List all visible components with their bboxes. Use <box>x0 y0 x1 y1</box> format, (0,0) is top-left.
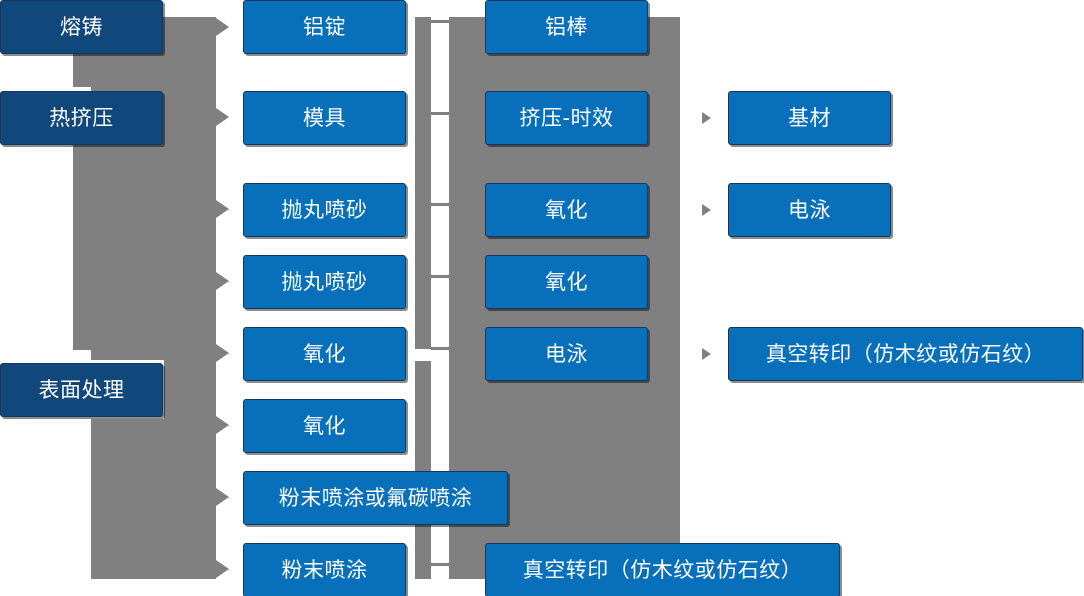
input-box-oxidation-2[interactable]: 氧化 <box>243 399 406 453</box>
connector-arrow-to-surface-treatment <box>73 338 91 349</box>
stage-box-hot-extrusion[interactable]: 热挤压 <box>0 91 163 145</box>
input-box-powder-coating[interactable]: 粉末喷涂 <box>243 543 406 596</box>
process-box-oxidation-1[interactable]: 氧化 <box>485 183 648 237</box>
arrow-to-vacuum-transfer <box>702 348 711 360</box>
process-label-electrophoresis: 电泳 <box>545 341 588 366</box>
arrow-to-powder-coating <box>216 560 229 578</box>
input-label-mold: 模具 <box>303 105 346 130</box>
input-label-oxidation-2: 氧化 <box>303 413 346 438</box>
stage-label-melting: 熔铸 <box>60 14 103 39</box>
input-box-oxidation-1[interactable]: 氧化 <box>243 327 406 381</box>
arrow-to-shot-blasting-1 <box>216 200 229 218</box>
rung-middle-6 <box>431 563 450 566</box>
arrow-to-shot-blasting-2 <box>216 272 229 290</box>
input-label-shot-blasting-1: 抛丸喷砂 <box>281 197 368 222</box>
input-box-powder-or-pvdf-coating[interactable]: 粉末喷涂或氟碳喷涂 <box>243 471 508 525</box>
process-label-oxidation-1: 氧化 <box>545 197 588 222</box>
output-label-electrophoresis: 电泳 <box>788 197 831 222</box>
arrow-to-aluminum-ingot <box>216 18 229 36</box>
process-box-electrophoresis[interactable]: 电泳 <box>485 327 648 381</box>
connector-stage-spine-2 <box>73 118 91 350</box>
input-label-powder-coating: 粉末喷涂 <box>281 557 368 582</box>
input-box-mold[interactable]: 模具 <box>243 91 406 145</box>
input-label-aluminum-ingot: 铝锭 <box>303 14 346 39</box>
stage-box-surface-treatment[interactable]: 表面处理 <box>0 363 163 417</box>
rung-middle-4 <box>431 275 450 278</box>
arrow-to-mold <box>216 108 229 126</box>
output-box-electrophoresis[interactable]: 电泳 <box>728 183 891 237</box>
process-box-oxidation-2[interactable]: 氧化 <box>485 255 648 309</box>
output-label-base-material: 基材 <box>788 105 831 130</box>
rung-middle-2 <box>431 112 450 115</box>
process-box-aluminum-bar[interactable]: 铝棒 <box>485 0 648 54</box>
arrow-to-oxidation-2 <box>216 416 229 434</box>
process-label-oxidation-2: 氧化 <box>545 269 588 294</box>
input-label-oxidation-1: 氧化 <box>303 341 346 366</box>
input-label-shot-blasting-2: 抛丸喷砂 <box>281 269 368 294</box>
rung-middle-3 <box>431 203 450 206</box>
process-label-vacuum-transfer-bottom: 真空转印（仿木纹或仿石纹） <box>522 557 803 582</box>
arrow-to-powder-or-pvdf <box>216 488 229 506</box>
output-label-vacuum-transfer: 真空转印（仿木纹或仿石纹） <box>765 341 1046 366</box>
rung-middle-1 <box>431 20 450 23</box>
process-label-aluminum-bar: 铝棒 <box>545 14 588 39</box>
stage-label-surface-treatment: 表面处理 <box>38 377 125 402</box>
input-box-aluminum-ingot[interactable]: 铝锭 <box>243 0 406 54</box>
arrow-to-electrophoresis <box>702 204 711 216</box>
rung-middle-5 <box>431 347 450 350</box>
connector-spine-middle-upper <box>415 17 431 349</box>
input-box-shot-blasting-1[interactable]: 抛丸喷砂 <box>243 183 406 237</box>
arrow-to-base-material <box>702 112 711 124</box>
output-box-base-material[interactable]: 基材 <box>728 91 891 145</box>
connector-spine-middle-lower <box>415 361 431 579</box>
input-box-shot-blasting-2[interactable]: 抛丸喷砂 <box>243 255 406 309</box>
arrow-to-oxidation-1 <box>216 344 229 362</box>
stage-box-melting[interactable]: 熔铸 <box>0 0 163 54</box>
process-box-extrusion-aging[interactable]: 挤压-时效 <box>485 91 648 145</box>
connector-arrow-to-hot-extrusion <box>73 76 91 87</box>
output-box-vacuum-transfer[interactable]: 真空转印（仿木纹或仿石纹） <box>728 327 1083 381</box>
input-label-powder-or-pvdf-coating: 粉末喷涂或氟碳喷涂 <box>278 485 473 510</box>
process-label-extrusion-aging: 挤压-时效 <box>519 105 614 130</box>
process-box-vacuum-transfer-bottom[interactable]: 真空转印（仿木纹或仿石纹） <box>485 543 840 596</box>
stage-label-hot-extrusion: 热挤压 <box>49 105 114 130</box>
